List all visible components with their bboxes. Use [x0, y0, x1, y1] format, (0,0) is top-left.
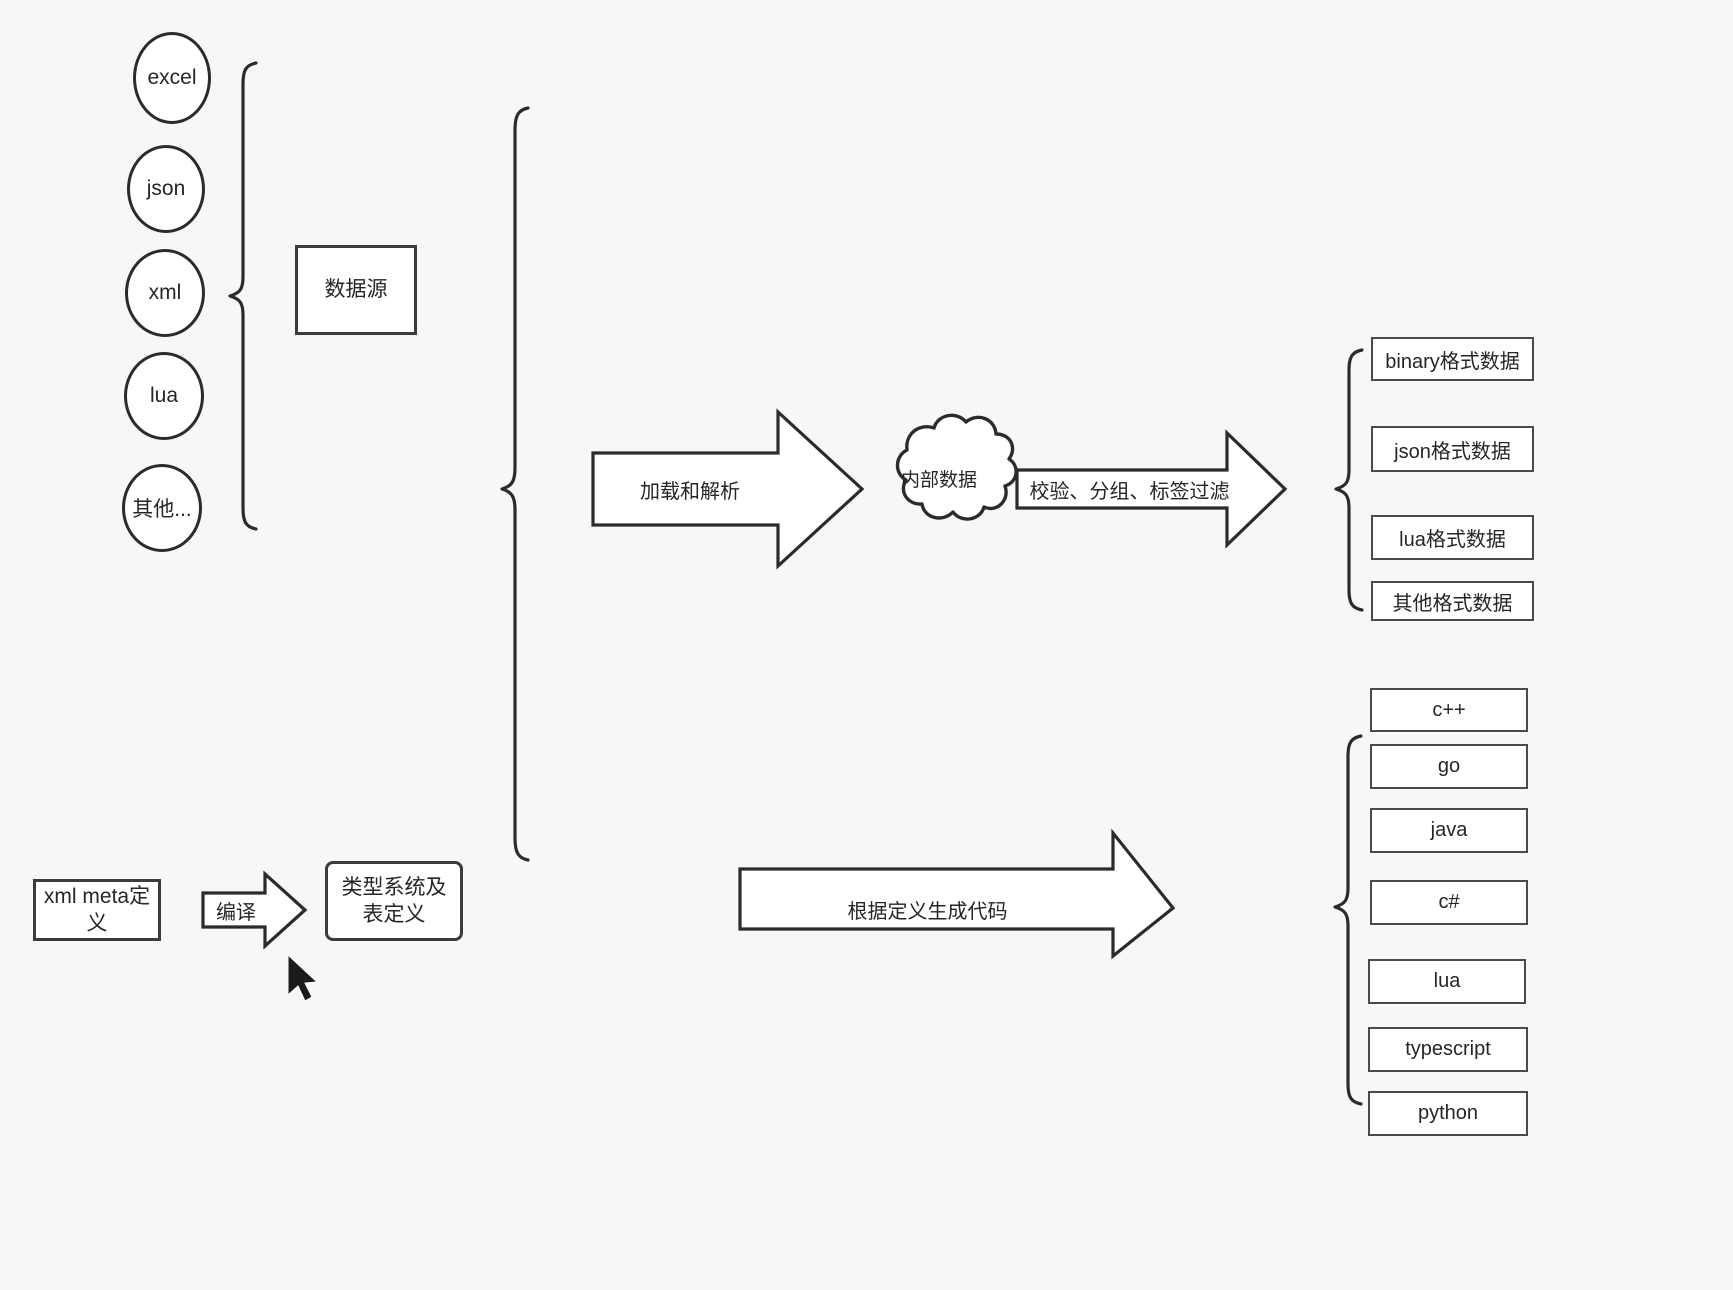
source-node-label: json	[146, 177, 186, 200]
codegen-arrow-icon	[738, 828, 1176, 960]
language-label: typescript	[1405, 1038, 1491, 1060]
xml-meta-box[interactable]: xml meta定义	[33, 879, 161, 941]
language-label: lua	[1433, 970, 1461, 992]
language-box-csharp[interactable]: c#	[1370, 880, 1528, 925]
language-label: c++	[1432, 698, 1466, 721]
formats-brace-icon	[1334, 348, 1364, 612]
source-node-xml[interactable]: xml	[125, 249, 205, 337]
data-source-label: 数据源	[324, 278, 388, 302]
internal-data-label: 内部数据	[900, 469, 977, 491]
language-box-python[interactable]: python	[1368, 1091, 1528, 1136]
type-system-box[interactable]: 类型系统及表定义	[325, 861, 463, 941]
language-box-lua[interactable]: lua	[1368, 959, 1526, 1004]
language-box-typescript[interactable]: typescript	[1368, 1027, 1528, 1072]
source-node-label: lua	[149, 384, 179, 407]
format-label: binary格式数据	[1385, 350, 1520, 373]
data-source-box[interactable]: 数据源	[295, 245, 417, 335]
language-label: java	[1430, 819, 1468, 841]
cursor-icon	[287, 953, 319, 1002]
format-label: lua格式数据	[1399, 529, 1506, 551]
languages-brace-icon	[1333, 734, 1363, 1106]
source-node-lua[interactable]: lua	[124, 352, 204, 440]
compile-arrow-icon	[201, 870, 308, 950]
sources-brace-icon	[228, 61, 258, 531]
pipeline-input-brace-icon	[500, 106, 530, 862]
language-box-go[interactable]: go	[1370, 744, 1528, 789]
type-system-label: 类型系统及表定义	[341, 875, 447, 926]
format-box-json[interactable]: json格式数据	[1371, 426, 1534, 472]
format-box-binary[interactable]: binary格式数据	[1371, 337, 1534, 381]
language-box-java[interactable]: java	[1370, 808, 1528, 853]
language-label: c#	[1438, 891, 1460, 913]
source-node-label: excel	[147, 66, 197, 89]
load-parse-arrow-icon	[591, 408, 865, 570]
source-node-label: xml	[148, 281, 182, 304]
source-node-excel[interactable]: excel	[133, 32, 211, 124]
format-box-other[interactable]: 其他格式数据	[1371, 581, 1534, 621]
source-node-other[interactable]: 其他...	[122, 464, 202, 552]
internal-data-label-wrap: 内部数据	[893, 463, 985, 493]
cloud-icon	[895, 413, 1018, 521]
language-label: python	[1417, 1102, 1479, 1124]
xml-meta-label: xml meta定义	[43, 884, 151, 935]
source-node-label: 其他...	[132, 498, 192, 521]
source-node-json[interactable]: json	[127, 145, 205, 233]
format-label: 其他格式数据	[1392, 592, 1513, 615]
format-box-lua[interactable]: lua格式数据	[1371, 515, 1534, 560]
language-label: go	[1437, 755, 1461, 777]
language-box-cpp[interactable]: c++	[1370, 688, 1528, 732]
filter-arrow-icon	[1015, 429, 1288, 549]
format-label: json格式数据	[1394, 440, 1511, 463]
